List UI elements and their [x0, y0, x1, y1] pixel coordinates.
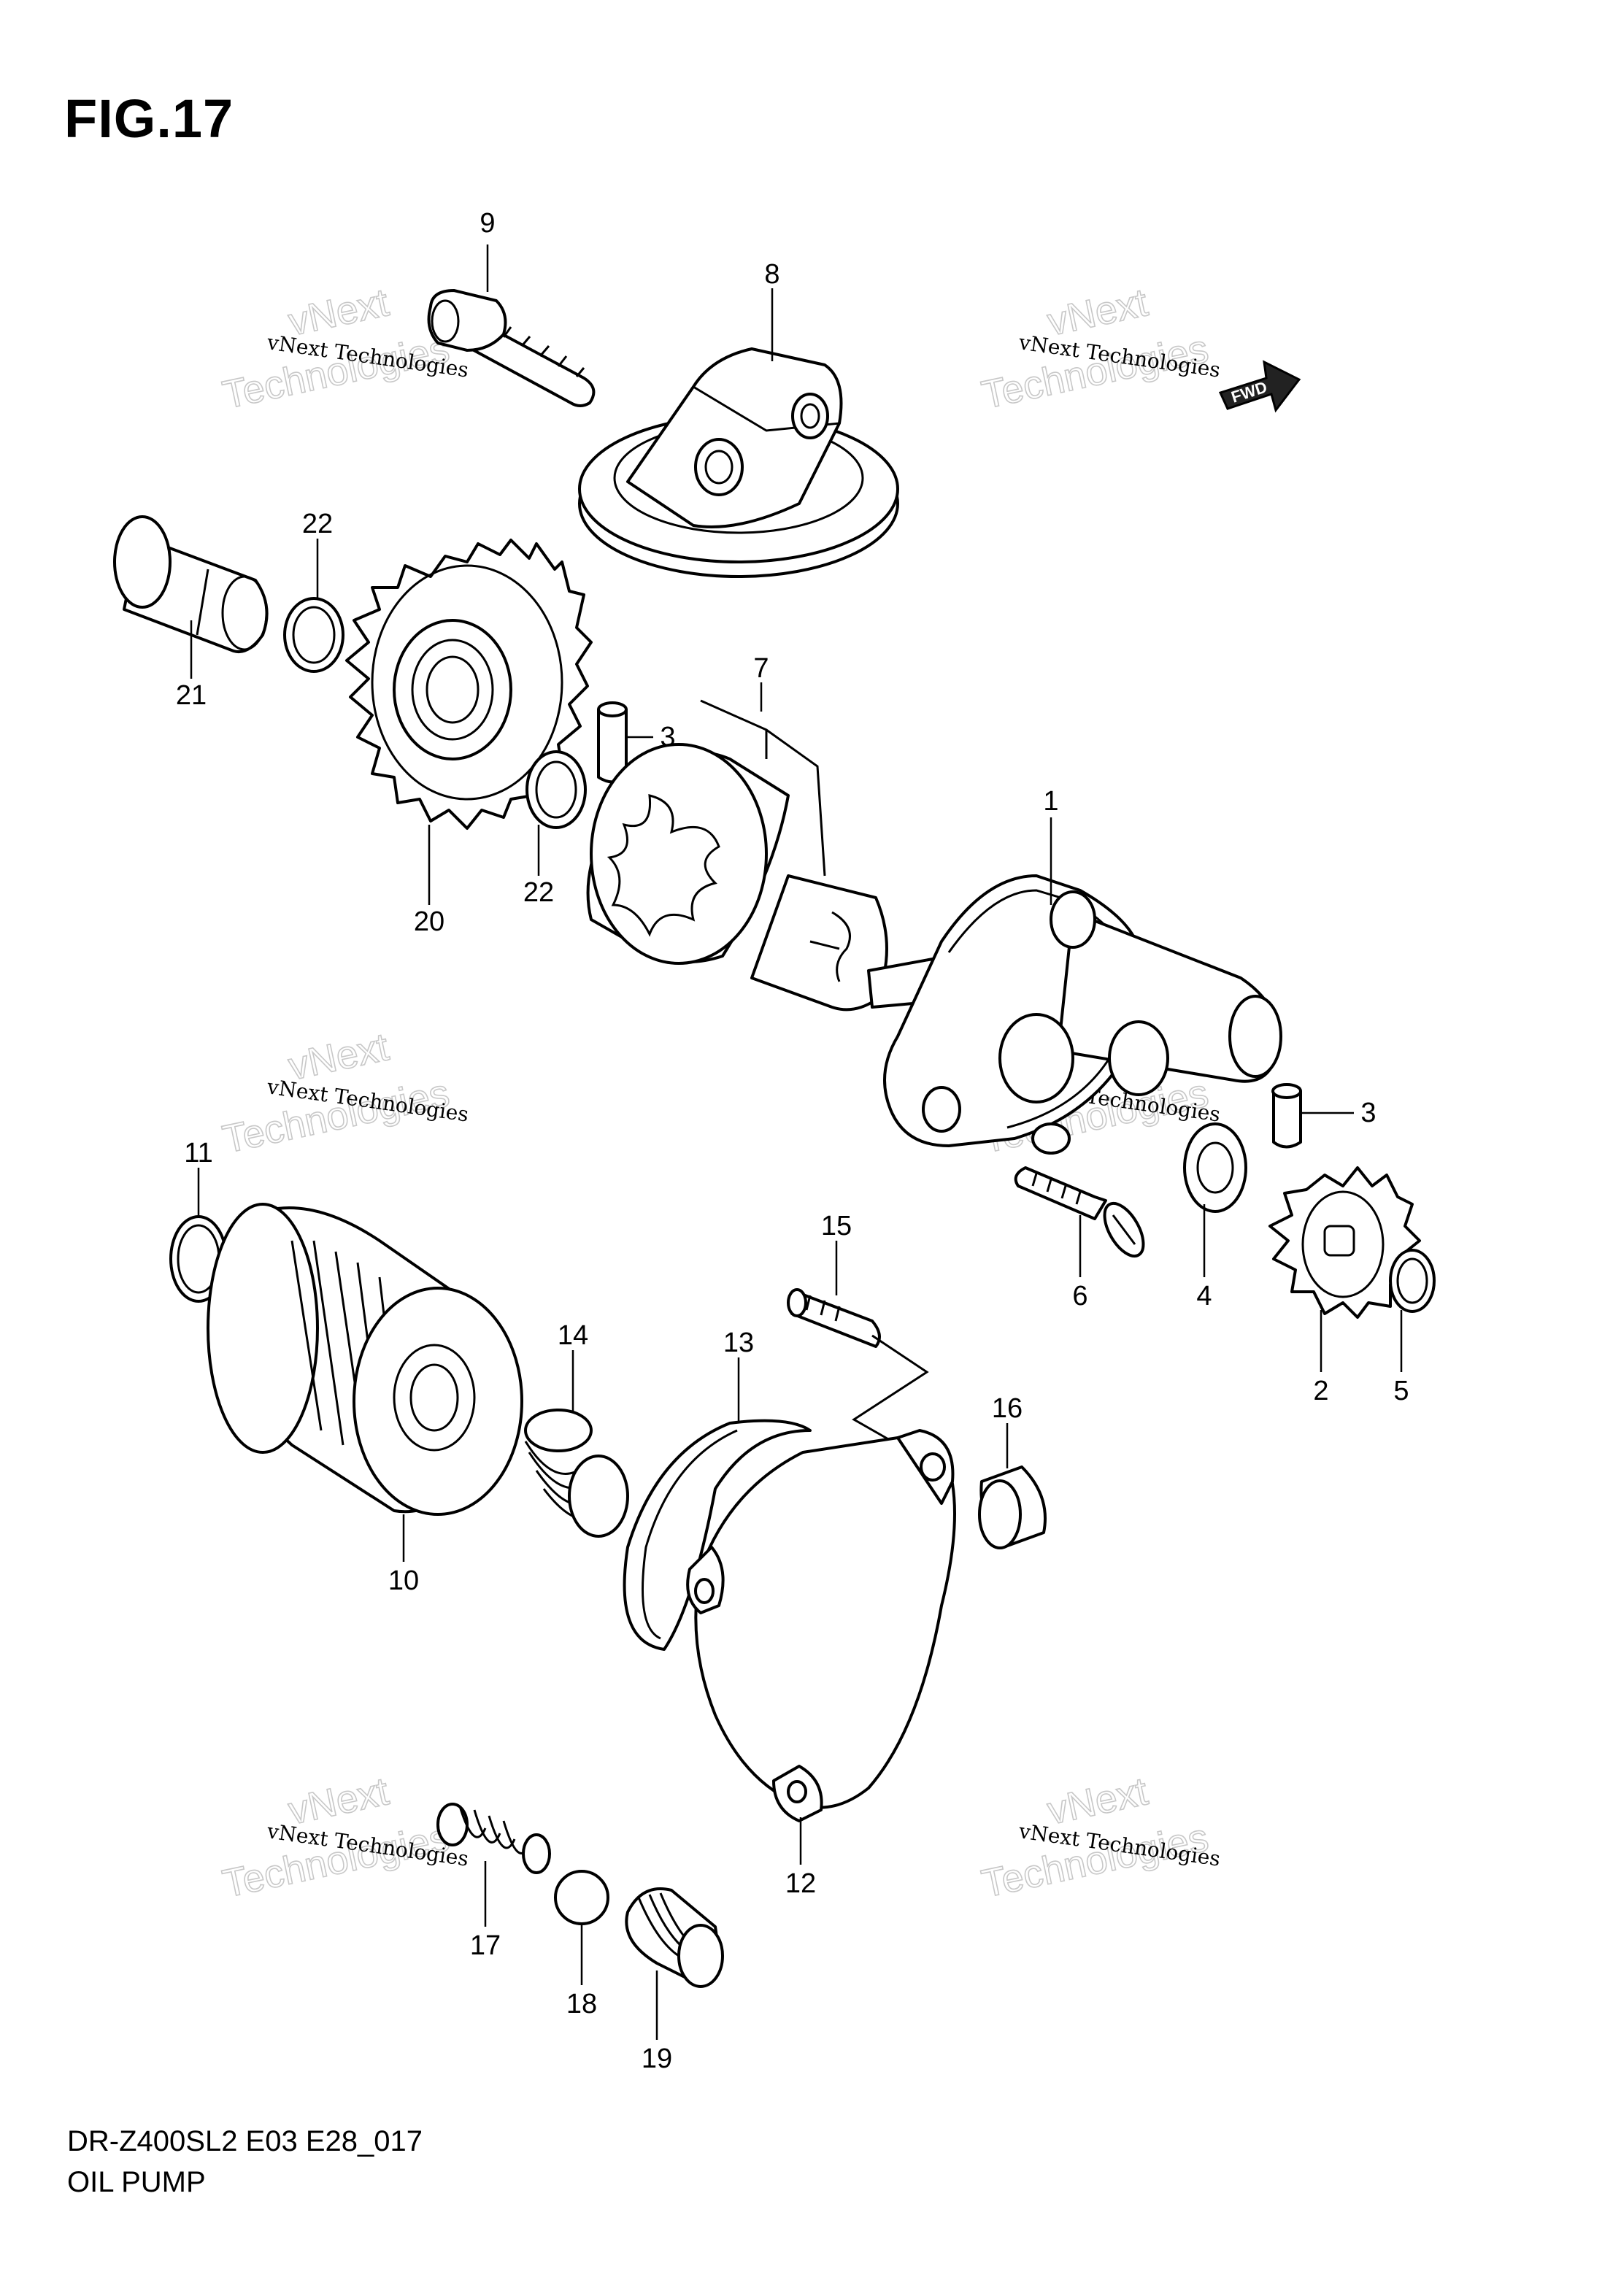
- part-20-drive-gear: [345, 539, 593, 830]
- part-17-relief-spring: [436, 1803, 551, 1874]
- watermark-bottom-right: vNext Technologies vNext Technologies: [977, 1769, 1222, 1907]
- part-3-dowel-pin-lower: [1271, 1083, 1302, 1149]
- svg-text:vNext: vNext: [1044, 1769, 1152, 1833]
- callout-10: 10: [388, 1565, 419, 1596]
- watermark-top-right: vNext Technologies vNext Technologies: [977, 280, 1222, 418]
- callout-5: 5: [1393, 1376, 1409, 1406]
- callout-15: 15: [821, 1211, 852, 1241]
- callout-17: 17: [470, 1930, 501, 1961]
- callout-9: 9: [480, 208, 495, 239]
- callout-20: 20: [414, 906, 444, 937]
- section-name-label: OIL PUMP: [67, 2166, 206, 2198]
- callout-12: 12: [785, 1868, 816, 1899]
- callout-4: 4: [1196, 1281, 1212, 1311]
- callout-22-upper: 22: [302, 509, 333, 539]
- part-9-bolt: [427, 289, 596, 407]
- callout-14: 14: [558, 1320, 588, 1351]
- callout-numbers: 9 8 22 21 3 7 20 22 1 3 6 4 2 5 11 15 14…: [176, 208, 1409, 2074]
- part-6-screw: [1014, 1166, 1145, 1258]
- callout-19: 19: [642, 2043, 672, 2074]
- leader-lines: [190, 244, 1403, 2040]
- callout-16: 16: [992, 1393, 1023, 1424]
- callout-6: 6: [1072, 1281, 1087, 1311]
- part-4-washer: [1183, 1122, 1247, 1213]
- callout-21: 21: [176, 680, 207, 711]
- part-22-circlip-upper: [283, 597, 344, 673]
- svg-text:vNext: vNext: [1044, 280, 1152, 344]
- callout-7: 7: [753, 653, 769, 684]
- part-2-driven-gear: [1268, 1166, 1421, 1319]
- part-16-cap-nut: [978, 1465, 1047, 1549]
- figure-title: FIG.17: [64, 88, 234, 149]
- part-18-ball: [554, 1870, 609, 1925]
- callout-3-lower: 3: [1360, 1098, 1376, 1128]
- part-12-filter-cap: [686, 1429, 956, 1822]
- part-5-circlip: [1389, 1249, 1436, 1313]
- callout-3-upper: 3: [660, 722, 675, 752]
- part-13-gasket: [623, 1419, 812, 1651]
- callout-22-lower: 22: [523, 877, 554, 908]
- fwd-arrow-badge: FWD: [1218, 360, 1301, 413]
- callout-8: 8: [764, 259, 779, 290]
- part-15-stud: [787, 1288, 929, 1450]
- part-10-oil-filter: [207, 1203, 523, 1516]
- callout-2: 2: [1313, 1376, 1328, 1406]
- part-7-rotor-set: [586, 699, 888, 1012]
- callout-11: 11: [184, 1138, 212, 1168]
- part-19-plug: [625, 1887, 724, 1988]
- callout-13: 13: [723, 1328, 754, 1358]
- watermark-bottom-left: vNext Technologies vNext Technologies: [218, 1769, 470, 1907]
- part-8-pump-case: [578, 347, 899, 578]
- model-code-label: DR-Z400SL2 E03 E28_017: [67, 2125, 423, 2157]
- watermark-middle-left: vNext Technologies vNext Technologies: [218, 1025, 470, 1163]
- part-14-spring: [524, 1409, 629, 1538]
- part-22-circlip-lower: [525, 750, 587, 829]
- part-21-shaft: [113, 515, 269, 653]
- callout-18: 18: [566, 1989, 597, 2019]
- part-1-pump-body: [867, 874, 1282, 1155]
- callout-1: 1: [1043, 786, 1058, 817]
